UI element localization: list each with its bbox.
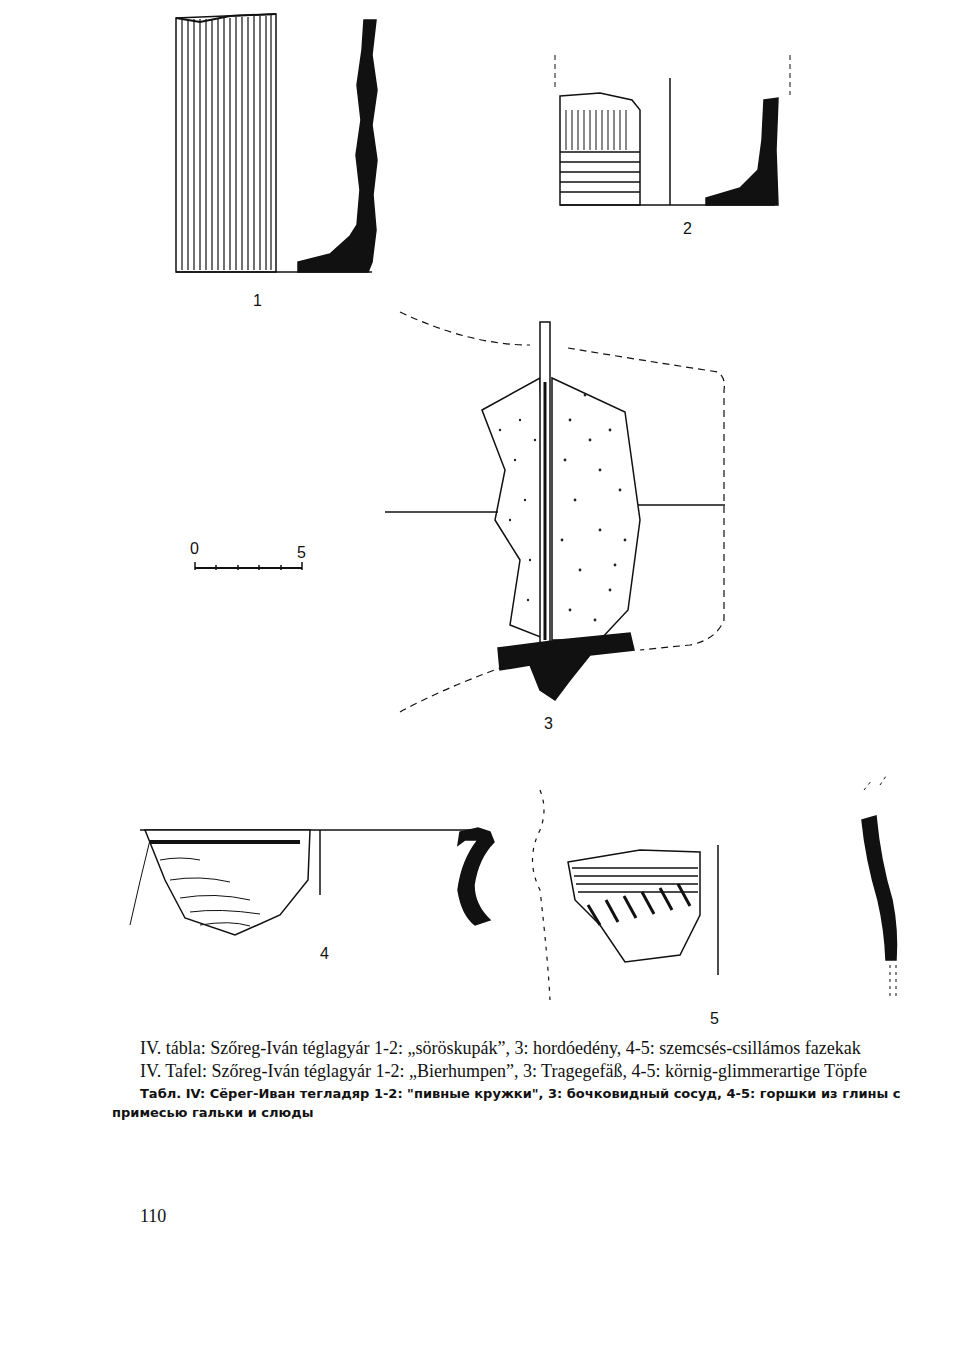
page-number: 110 (140, 1206, 166, 1227)
pot-5 (533, 776, 897, 1000)
figure-number: 4 (320, 945, 329, 963)
pot-4 (130, 828, 494, 935)
figure-number: 5 (710, 1010, 719, 1028)
figure-number: 2 (683, 220, 692, 238)
beer-mug-2 (555, 55, 790, 205)
beer-mug-1 (176, 14, 377, 272)
caption-russian: Табл. IV: Сёрег-Иван тегладяр 1-2: "пивн… (112, 1084, 912, 1122)
caption-hungarian: IV. tábla: Szőreg-Iván téglagyár 1-2: „s… (112, 1038, 912, 1059)
scale-bar (195, 562, 302, 570)
scale-number: 0 (190, 540, 199, 558)
scale-number: 5 (297, 544, 306, 562)
figure-number: 1 (253, 292, 262, 310)
barrel-vessel (385, 312, 725, 712)
caption-german: IV. Tafel: Szőreg-Iván téglagyár 1-2: „B… (112, 1061, 912, 1082)
figure-number: 3 (544, 715, 553, 733)
